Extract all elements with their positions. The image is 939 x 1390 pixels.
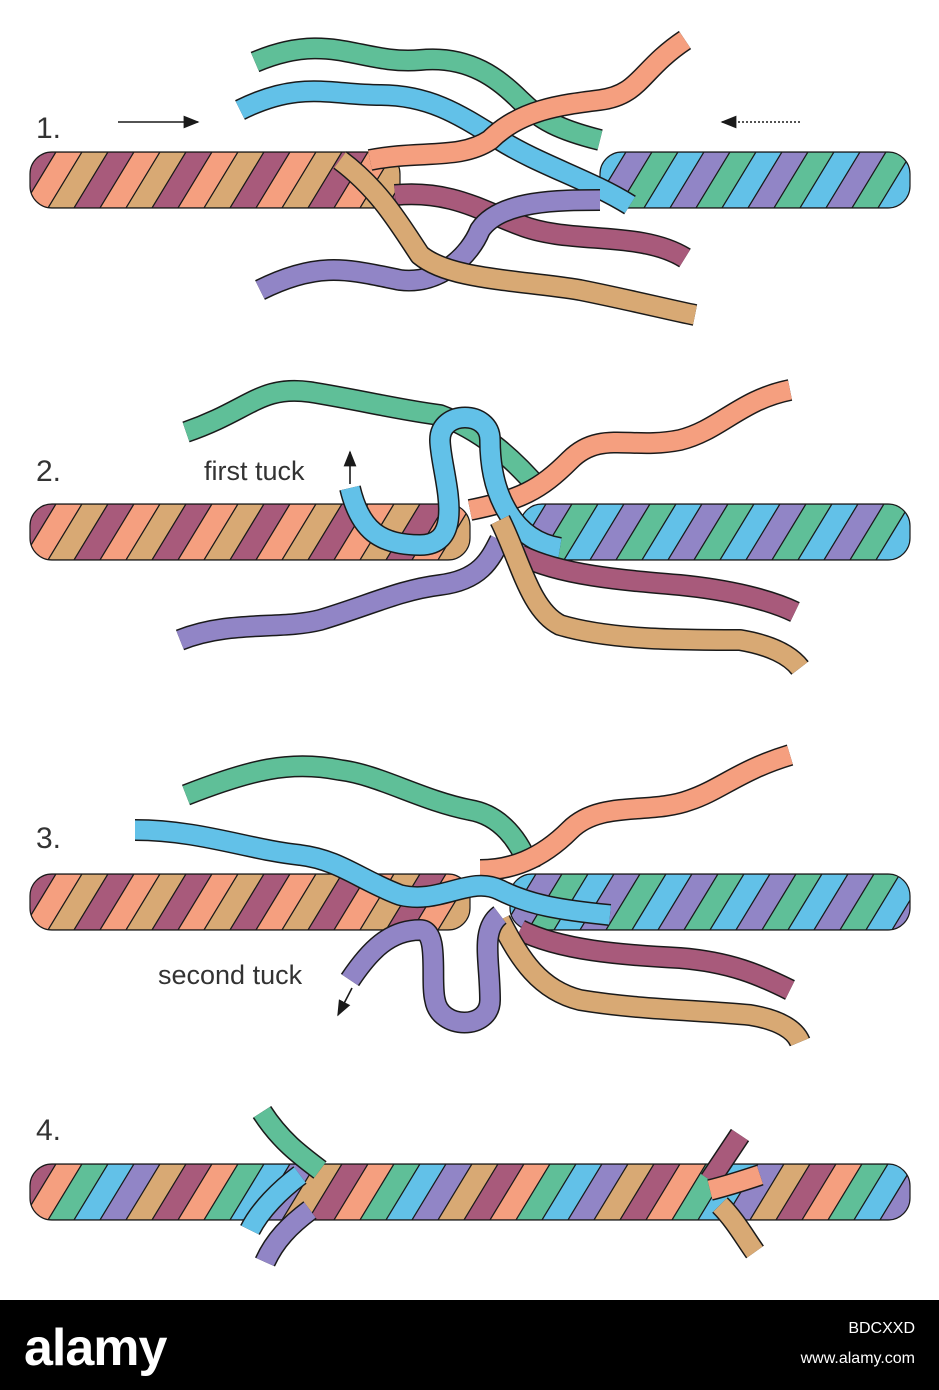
step-4-tan-end [712, 1197, 765, 1259]
step-1-maroon-strand [394, 183, 691, 268]
step-3-second-tuck-arrow [337, 987, 353, 1017]
step-4-spliced-rope [29, 1163, 911, 1221]
step-4-maroon-end [700, 1128, 750, 1187]
step-3-tan-strand [490, 915, 811, 1048]
step-1-label: 1. [36, 112, 62, 145]
step-2-blue-tucked-strand [339, 406, 563, 559]
step-2-right-rope [519, 503, 911, 561]
step-3-maroon-strand [515, 920, 795, 1000]
second-tuck-label: second tuck [158, 960, 303, 990]
step-3-blue-strand [134, 819, 612, 926]
watermark-footer: alamy BDCXXD www.alamy.com [0, 1300, 939, 1390]
step-3-orange-strand [479, 744, 794, 881]
step-4-blue-end [240, 1166, 307, 1236]
step-3-label: 3. [36, 822, 62, 855]
step-1-blue-strand [235, 80, 636, 215]
rope-splice-diagram [29, 30, 911, 1267]
step-1-tan-strand [333, 151, 698, 326]
illustration-canvas: 1. 2. 3. 4. first tuck second tuck [29, 30, 911, 1267]
alamy-logo: alamy [24, 1319, 167, 1377]
step-2-orange-strand [467, 379, 793, 521]
step-2-maroon-strand [515, 545, 800, 623]
step-3-green-strand [181, 755, 541, 874]
footer-url: www.alamy.com [800, 1350, 915, 1367]
step-4-label: 4. [36, 1114, 62, 1147]
step-2-tan-strand [490, 515, 809, 676]
first-tuck-label: first tuck [204, 456, 305, 486]
step-4-green-end [252, 1105, 327, 1179]
step-4-orange-end [707, 1164, 764, 1201]
step-3-purple-tucked-strand [340, 906, 508, 1034]
step-1-orange-strand [367, 30, 692, 171]
image-id: BDCXXD [848, 1320, 915, 1337]
step-1-right-rope [599, 151, 911, 209]
step-2-purple-strand [175, 535, 510, 651]
step-4-purple-end [254, 1201, 317, 1267]
step-2-label: 2. [36, 455, 62, 488]
step-2-left-rope [29, 503, 471, 561]
